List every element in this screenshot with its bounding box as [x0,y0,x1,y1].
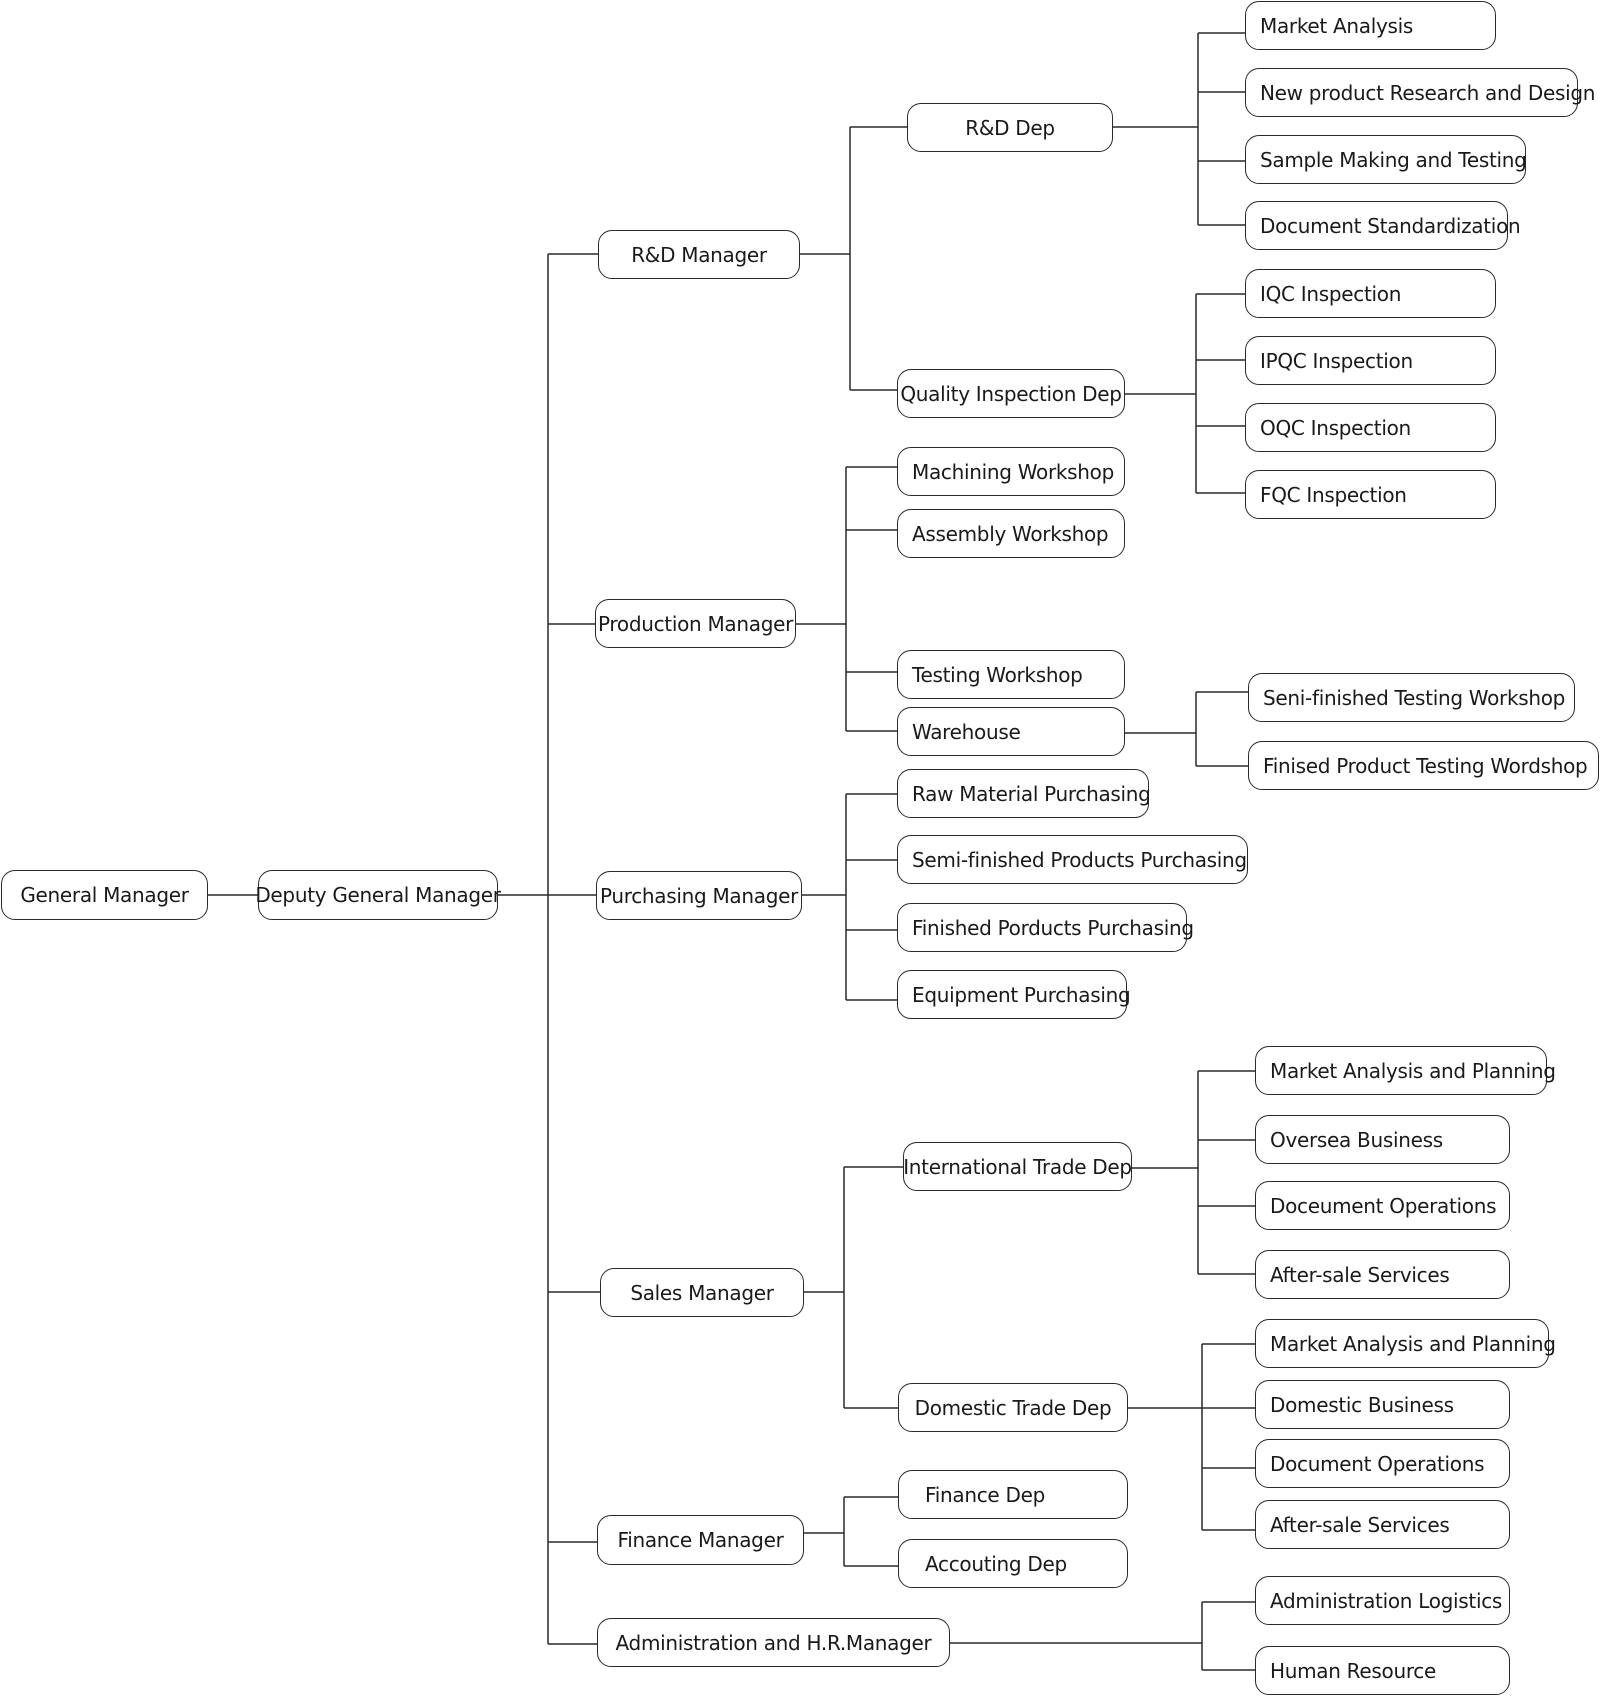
node-dom-market-analysis-planning: Market Analysis and Planning [1255,1319,1556,1368]
node-semi-finished-products-purchasing: Semi-finished Products Purchasing [897,835,1248,884]
node-testing-workshop: Testing Workshop [897,650,1125,699]
node-finance-dep: Finance Dep [898,1470,1128,1519]
node-fqc-inspection: FQC Inspection [1245,470,1496,519]
node-production-manager: Production Manager [595,599,796,648]
node-semi-finished-testing-workshop: Seni-finished Testing Workshop [1248,673,1575,722]
node-ipqc-inspection: IPQC Inspection [1245,336,1496,385]
node-finished-product-testing-workshop: Finised Product Testing Wordshop [1248,741,1599,790]
node-international-trade-dep: International Trade Dep [903,1142,1132,1191]
node-oqc-inspection: OQC Inspection [1245,403,1496,452]
node-administration-logistics: Administration Logistics [1255,1576,1510,1625]
node-market-analysis: Market Analysis [1245,1,1496,50]
node-admin-hr-manager: Administration and H.R.Manager [597,1618,950,1667]
node-intl-market-analysis-planning: Market Analysis and Planning [1255,1046,1556,1095]
node-quality-inspection-dep: Quality Inspection Dep [897,369,1125,418]
node-rd-manager: R&D Manager [598,230,800,279]
node-domestic-business: Domestic Business [1255,1380,1510,1429]
node-intl-after-sale-services: After-sale Services [1255,1250,1510,1299]
node-dom-after-sale-services: After-sale Services [1255,1500,1510,1549]
node-domestic-trade-dep: Domestic Trade Dep [898,1383,1128,1432]
node-document-standardization: Document Standardization [1245,201,1521,250]
node-warehouse: Warehouse [897,707,1125,756]
node-purchasing-manager: Purchasing Manager [596,871,802,920]
node-sales-manager: Sales Manager [600,1268,804,1317]
node-deputy-general-manager: Deputy General Manager [255,870,501,920]
node-machining-workshop: Machining Workshop [897,447,1125,496]
node-assembly-workshop: Assembly Workshop [897,509,1125,558]
node-dom-document-operations: Document Operations [1255,1439,1510,1488]
node-human-resource: Human Resource [1255,1646,1510,1695]
node-equipment-purchasing: Equipment Purchasing [897,970,1131,1019]
node-new-product-research: New product Research and Design [1245,68,1595,117]
node-finance-manager: Finance Manager [597,1515,804,1565]
node-accounting-dep: Accouting Dep [898,1539,1128,1588]
node-rd-dep: R&D Dep [907,103,1113,152]
node-general-manager: General Manager [1,870,208,920]
node-finished-products-purchasing: Finished Porducts Purchasing [897,903,1194,952]
node-oversea-business: Oversea Business [1255,1115,1510,1164]
node-intl-document-operations: Doceument Operations [1255,1181,1510,1230]
node-iqc-inspection: IQC Inspection [1245,269,1496,318]
node-sample-making: Sample Making and Testing [1245,135,1527,184]
node-raw-material-purchasing: Raw Material Purchasing [897,769,1151,818]
